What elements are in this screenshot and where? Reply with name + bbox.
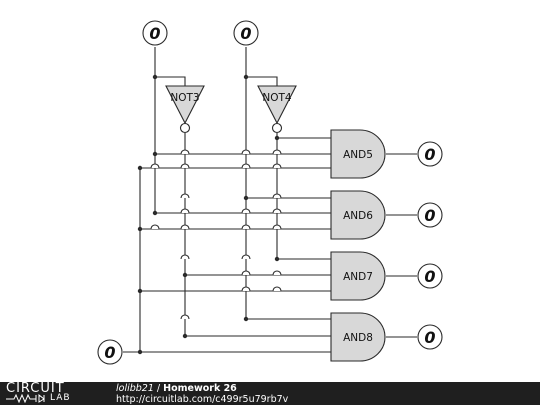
and-gate-5-label: AND5 [343, 149, 373, 161]
and-gate-5[interactable]: AND5 [330, 129, 386, 179]
schematic-svg: 0 0 0 NOT3 NOT4 AND5 AND6 AND7 AND8 0 [97, 20, 443, 365]
input-probe-b[interactable]: 0 [233, 20, 259, 46]
input-a-value: 0 [149, 24, 160, 43]
wire-crossovers [150, 149, 282, 320]
footer-bar: CIRCUIT LAB lolibb21 / Homework 26 http:… [0, 381, 540, 405]
not-gate-4[interactable]: NOT4 [257, 85, 297, 134]
logo-top-text: CIRCUIT [6, 381, 65, 396]
and-gate-6[interactable]: AND6 [330, 190, 386, 240]
output-probe-7[interactable]: 0 [417, 263, 443, 289]
not-gate-3-label: NOT3 [170, 92, 199, 104]
not-gate-3[interactable]: NOT3 [165, 85, 205, 134]
wire-junctions [137, 74, 280, 355]
and-gate-6-label: AND6 [343, 210, 373, 222]
meta-separator: / [153, 383, 164, 394]
output-probe-6[interactable]: 0 [417, 202, 443, 228]
input-probe-a[interactable]: 0 [142, 20, 168, 46]
logo-bottom-text: LAB [50, 393, 71, 403]
schematic-canvas[interactable]: 0 0 0 NOT3 NOT4 AND5 AND6 AND7 AND8 0 [0, 0, 540, 382]
output-probe-8[interactable]: 0 [417, 324, 443, 350]
input-b-value: 0 [240, 24, 251, 43]
output-7-value: 0 [424, 267, 435, 286]
resistor-icon [6, 394, 45, 403]
input-probe-c[interactable]: 0 [97, 339, 123, 365]
output-probe-5[interactable]: 0 [417, 141, 443, 167]
output-8-value: 0 [424, 328, 435, 347]
and-gate-8[interactable]: AND8 [330, 312, 386, 362]
not-gate-4-label: NOT4 [262, 92, 292, 104]
output-6-value: 0 [424, 206, 435, 225]
and-gate-8-label: AND8 [343, 332, 373, 344]
circuitlab-logo[interactable]: CIRCUIT LAB [6, 381, 106, 404]
wire-a-to-not3[interactable] [155, 76, 186, 86]
circuit-url[interactable]: http://circuitlab.com/c499r5u79rb7v [116, 394, 289, 405]
and-gate-7[interactable]: AND7 [330, 251, 386, 301]
author-name[interactable]: lolibb21 [116, 383, 154, 394]
input-c-value: 0 [104, 343, 115, 362]
output-5-value: 0 [424, 145, 435, 164]
and-gate-7-label: AND7 [343, 271, 373, 283]
wire-b-to-not4[interactable] [246, 76, 278, 86]
circuit-meta: lolibb21 / Homework 26 http://circuitlab… [116, 383, 288, 405]
circuit-title[interactable]: Homework 26 [163, 383, 237, 394]
